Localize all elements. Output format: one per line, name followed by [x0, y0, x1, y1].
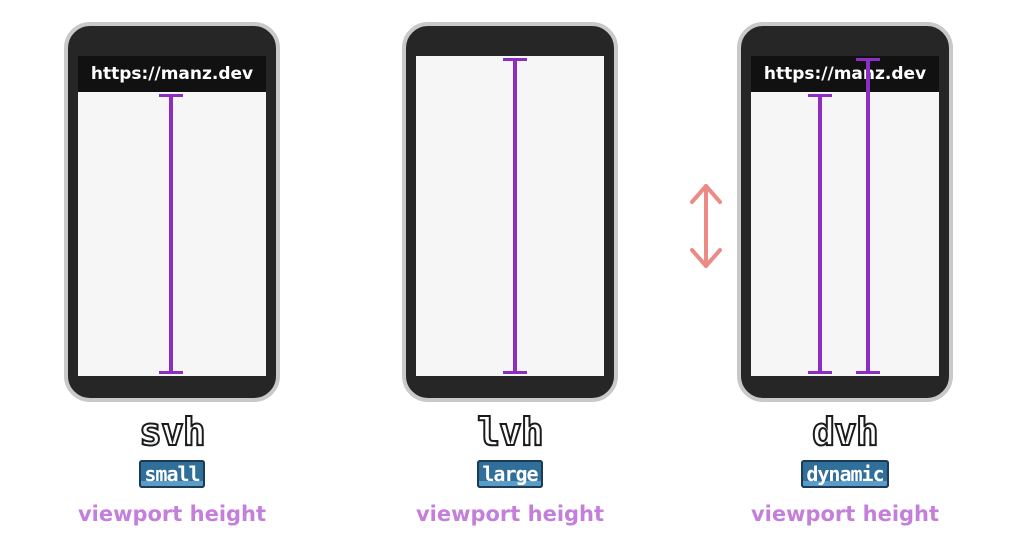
- unit-label: svh: [42, 409, 302, 455]
- unit-text: dvh: [811, 409, 880, 455]
- panel-dvh: https://manz.dev dvh dynamic viewport he…: [715, 0, 975, 550]
- double-arrow-vertical-icon: [690, 184, 722, 268]
- size-badge: small: [42, 460, 302, 488]
- size-badge: dynamic: [715, 460, 975, 488]
- phone-screen: [416, 56, 604, 376]
- size-word: small: [139, 460, 205, 488]
- caption: viewport height: [77, 502, 267, 526]
- address-bar: https://manz.dev: [751, 56, 939, 92]
- phone-screen: https://manz.dev: [78, 56, 266, 376]
- small-viewport-height-marker: [159, 94, 183, 374]
- panel-svh: https://manz.dev svh small viewport heig…: [42, 0, 302, 550]
- unit-text: svh: [138, 409, 207, 455]
- large-viewport-height-marker: [503, 58, 527, 374]
- phone-frame: [402, 22, 618, 402]
- caption: viewport height: [750, 502, 940, 526]
- size-word: dynamic: [801, 460, 889, 488]
- size-word: large: [477, 460, 543, 488]
- phone-frame: https://manz.dev: [737, 22, 953, 402]
- unit-label: lvh: [380, 409, 640, 455]
- phone-frame: https://manz.dev: [64, 22, 280, 402]
- unit-label: dvh: [715, 409, 975, 455]
- panel-lvh: lvh large viewport height: [380, 0, 640, 550]
- size-badge: large: [380, 460, 640, 488]
- phone-screen: https://manz.dev: [751, 56, 939, 376]
- small-viewport-height-marker: [808, 94, 832, 374]
- address-bar: https://manz.dev: [78, 56, 266, 92]
- large-viewport-height-marker: [856, 58, 880, 374]
- unit-text: lvh: [476, 409, 545, 455]
- caption: viewport height: [415, 502, 605, 526]
